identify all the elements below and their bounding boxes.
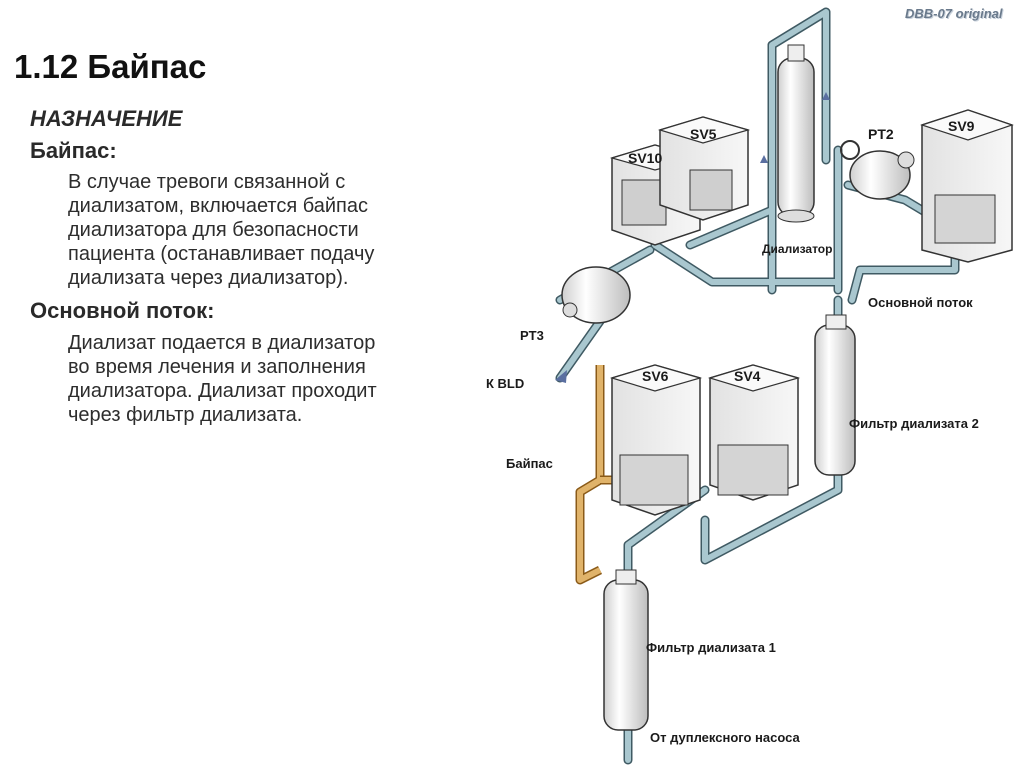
bypass-heading: Байпас: [30, 138, 117, 163]
label-from-pump: От дуплексного насоса [650, 730, 800, 745]
solenoid-valve-icon [707, 364, 801, 501]
label-pt2: PT2 [868, 126, 894, 142]
filter-cartridge-icon [814, 314, 856, 476]
label-sv5: SV5 [690, 126, 717, 142]
label-pt3: PT3 [520, 328, 544, 343]
bypass-text-line: В случае тревоги связанной с [68, 171, 346, 193]
bypass-text-line: диализатом, включается байпас [68, 195, 368, 217]
pressure-sensor-icon [840, 140, 915, 200]
main-flow-text-line: диализатора. Диализат проходит [68, 380, 377, 402]
main-flow-text-line: во время лечения и заполнения [68, 356, 366, 378]
main-flow-text: Диализат подается в диализатор во время … [68, 331, 488, 427]
arrow-icon [760, 155, 768, 163]
label-main-flow: Основной поток [868, 295, 973, 310]
corner-mark: DBB-07 original [905, 6, 1003, 21]
label-sv10: SV10 [628, 150, 663, 166]
solenoid-valve-icon [609, 364, 703, 516]
pressure-sensor-icon [561, 266, 631, 324]
solenoid-valve-icon [920, 109, 1014, 263]
solenoid-valve-icon [657, 116, 751, 221]
label-to-bld: К BLD [486, 376, 525, 391]
label-sv9: SV9 [948, 118, 975, 134]
label-sv6: SV6 [642, 368, 669, 384]
bypass-text: В случае тревоги связанной с диализатом,… [68, 170, 488, 290]
label-sv4: SV4 [734, 368, 761, 384]
main-flow-text-line: Диализат подается в диализатор [68, 332, 376, 354]
dialyzer [777, 44, 815, 223]
section-purpose: НАЗНАЧЕНИЕ [30, 106, 183, 131]
main-flow-heading: Основной поток: [30, 298, 215, 323]
bypass-text-line: диализатора для безопасности [68, 219, 359, 241]
label-filter-2: Фильтр диализата 2 [849, 416, 979, 431]
main-flow-text-line: через фильтр диализата. [68, 404, 303, 426]
bypass-text-line: диализата через диализатор). [68, 267, 349, 289]
label-bypass: Байпас [506, 456, 553, 471]
filter-cartridge-icon [603, 569, 649, 731]
bypass-text-line: пациента (останавливает подачу [68, 243, 375, 265]
page-title: 1.12 Байпас [14, 48, 207, 85]
label-dialyzer: Диализатор [762, 242, 833, 256]
label-filter-1: Фильтр диализата 1 [646, 640, 776, 655]
arrow-icon [822, 92, 830, 100]
arrow-icon [555, 370, 567, 383]
